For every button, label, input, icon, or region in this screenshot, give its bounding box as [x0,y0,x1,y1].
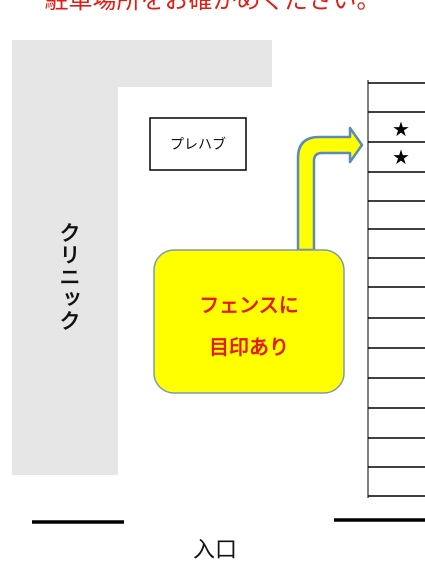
heading-text: 駐車場所をお確かめください。 [44,0,381,14]
parking-spaces [367,80,425,498]
callout-box [153,249,345,394]
prefab-label: プレハブ [170,137,226,153]
direction-arrow [296,126,364,252]
star-icon: ★ [392,117,410,141]
star-icon: ★ [392,145,410,169]
callout-line-2: 目印あり [209,334,289,359]
prefab-building [149,117,247,171]
callout-text: フェンスに 目印あり [154,258,344,393]
clinic-building [12,40,272,475]
entrance-label: 入口 [192,538,237,563]
callout-line-1: フェンスに [199,292,299,317]
clinic-label: クリニック [57,222,81,332]
